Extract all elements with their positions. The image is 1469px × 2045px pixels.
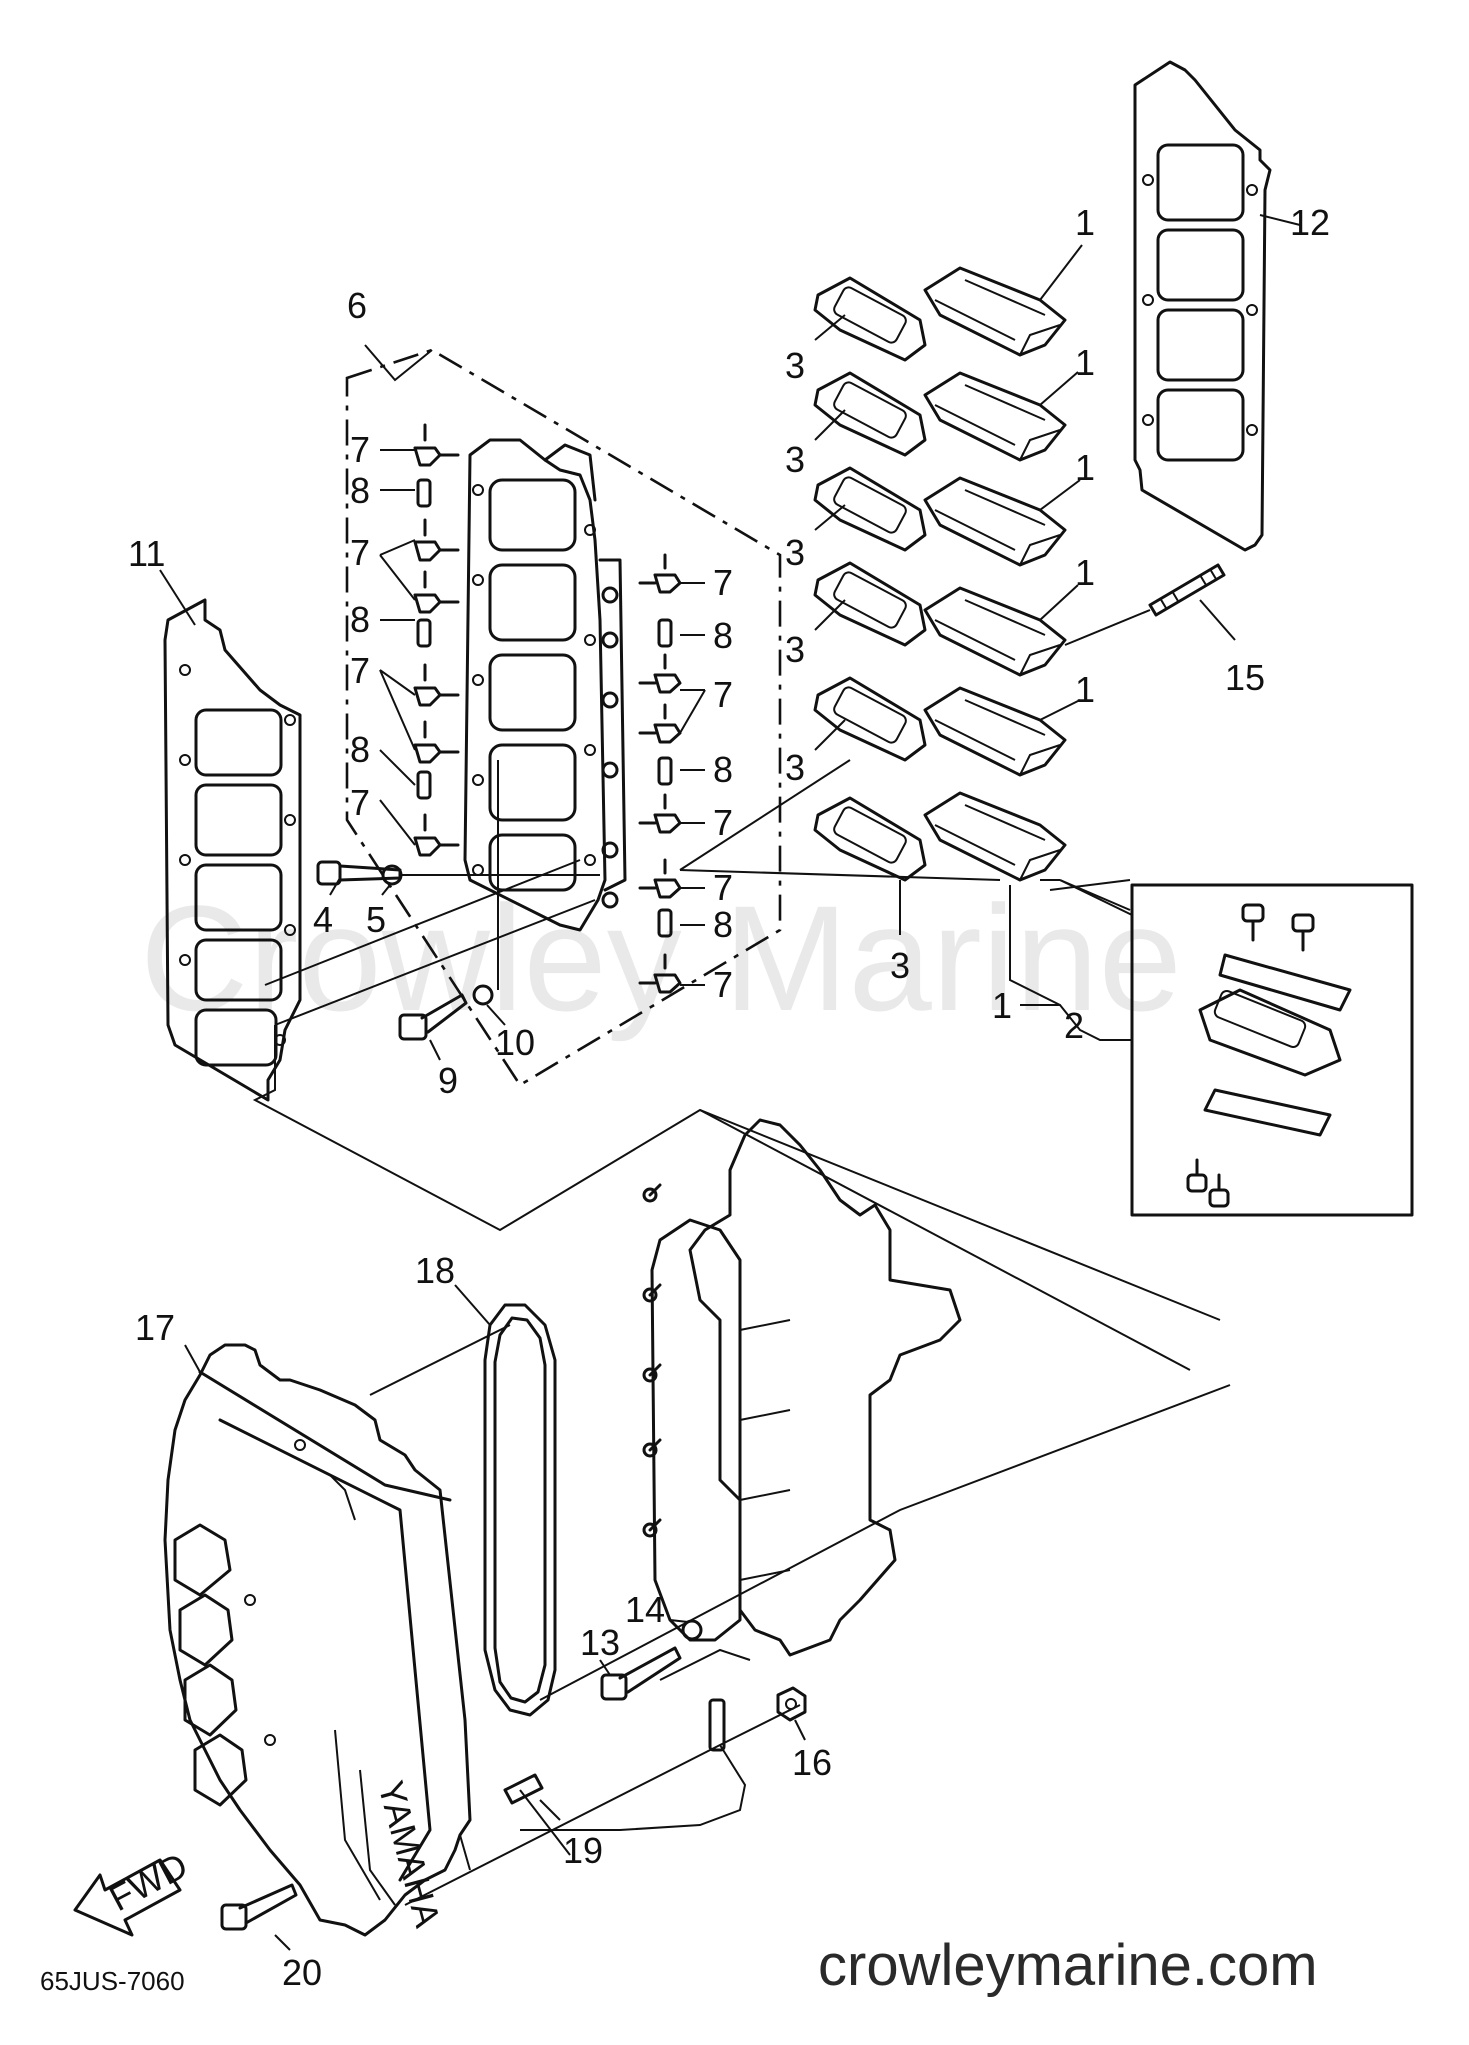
- callout-8: 8: [713, 904, 733, 945]
- part-17-cover: YAMAHA: [163, 1343, 472, 1937]
- callout-3: 3: [890, 945, 910, 986]
- part-3-gaskets: [813, 276, 927, 882]
- callout-1: 1: [992, 985, 1012, 1026]
- callout-7: 7: [713, 867, 733, 908]
- callout-7: 7: [350, 429, 370, 470]
- part-18-seal: [483, 1303, 557, 1717]
- part-19-pipe: [503, 1773, 571, 1856]
- callout-1: 1: [1075, 552, 1095, 593]
- fwd-arrow-icon: FWD: [73, 1844, 194, 1937]
- brand-label: YAMAHA: [370, 1776, 448, 1931]
- lower-leaders: [369, 1324, 1231, 1906]
- callout-7: 7: [713, 802, 733, 843]
- callouts: 6 7 8 7 8 7 8 7 7 8 7 8 7 7 8 7 11 4 5 9…: [128, 202, 1330, 1993]
- part-15-stud: [1148, 563, 1226, 617]
- intake-body: [642, 1118, 962, 1681]
- callout-1: 1: [1075, 342, 1095, 383]
- callout-7: 7: [350, 650, 370, 691]
- callout-19: 19: [563, 1830, 603, 1871]
- callout-1: 1: [1075, 669, 1095, 710]
- callout-7: 7: [713, 562, 733, 603]
- callout-3: 3: [785, 629, 805, 670]
- part-16-nut: [776, 1686, 807, 1722]
- part-10-washer: [472, 984, 494, 1006]
- part-13-bolt: [600, 1646, 682, 1701]
- website-label: crowleymarine.com: [818, 1933, 1318, 1998]
- callout-3: 3: [785, 345, 805, 386]
- callout-8: 8: [350, 599, 370, 640]
- callout-16: 16: [792, 1742, 832, 1783]
- callout-8: 8: [713, 615, 733, 656]
- callout-10: 10: [495, 1022, 535, 1063]
- callout-20: 20: [282, 1952, 322, 1993]
- diagram-code: 65JUS-7060: [40, 1966, 185, 1996]
- part-14-washer: [681, 1619, 703, 1641]
- callout-15: 15: [1225, 657, 1265, 698]
- callout-3: 3: [785, 439, 805, 480]
- callout-1: 1: [1075, 447, 1095, 488]
- callout-7: 7: [350, 782, 370, 823]
- callout-11: 11: [128, 533, 165, 574]
- callout-7: 7: [713, 964, 733, 1005]
- callout-13: 13: [580, 1622, 620, 1663]
- part-9-bolt: [398, 993, 468, 1041]
- callout-3: 3: [785, 532, 805, 573]
- callout-1: 1: [1075, 202, 1095, 243]
- part-1-reed-valves: [923, 266, 1067, 882]
- fittings-right: [638, 553, 682, 994]
- callout-8: 8: [713, 749, 733, 790]
- callout-3: 3: [785, 747, 805, 788]
- part-20-bolt: [220, 1883, 298, 1931]
- callout-8: 8: [350, 729, 370, 770]
- callout-12: 12: [1290, 202, 1330, 243]
- manifold-leaders: [252, 759, 1221, 1371]
- callout-8: 8: [350, 470, 370, 511]
- callout-6: 6: [347, 285, 367, 326]
- callout-7: 7: [713, 674, 733, 715]
- part-6-assembly-box: [345, 348, 782, 1087]
- watermark: Crowley Marine: [140, 874, 1182, 1042]
- part-12-gasket: [1133, 60, 1272, 552]
- manifold-plate: [463, 438, 627, 932]
- part-11-gasket: [163, 598, 302, 1102]
- callout-2: 2: [1064, 1005, 1084, 1046]
- callout-17: 17: [135, 1307, 175, 1348]
- callout-18: 18: [415, 1250, 455, 1291]
- callout-4: 4: [313, 899, 333, 940]
- callout-9: 9: [438, 1060, 458, 1101]
- fittings-left: [413, 423, 460, 857]
- dowel-pin: [708, 1698, 726, 1752]
- callout-5: 5: [366, 899, 386, 940]
- part-2-inset: [1059, 879, 1414, 1217]
- callout-14: 14: [625, 1589, 665, 1630]
- callout-7: 7: [350, 532, 370, 573]
